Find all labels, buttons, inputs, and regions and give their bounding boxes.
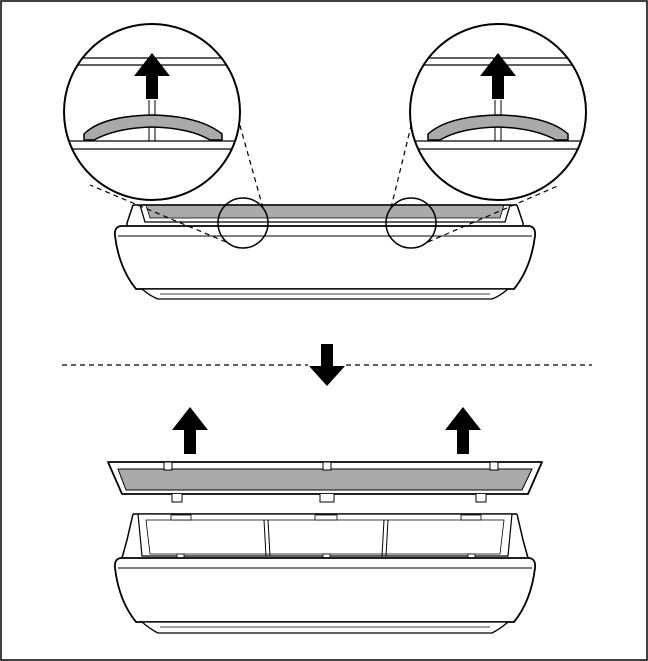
detail-circle-left	[217, 197, 269, 249]
indoor-unit-top	[89, 121, 561, 300]
filter-tab-left	[83, 114, 223, 141]
filter-panel-lifted	[107, 461, 543, 503]
filter-tab-right	[427, 114, 569, 141]
magnifier-right	[409, 23, 587, 201]
arrow-up-icon	[172, 407, 208, 454]
arrow-up-icon	[134, 53, 170, 99]
arrow-down-icon	[309, 344, 345, 386]
arrow-up-icon	[480, 53, 516, 99]
step-separator	[62, 344, 592, 386]
filter-top-panel	[133, 204, 517, 223]
detail-circle-right	[385, 197, 437, 249]
arrow-up-icon	[445, 407, 481, 454]
indoor-unit-open	[113, 513, 537, 634]
magnifier-left	[63, 23, 241, 201]
unit-body-top	[113, 225, 537, 290]
